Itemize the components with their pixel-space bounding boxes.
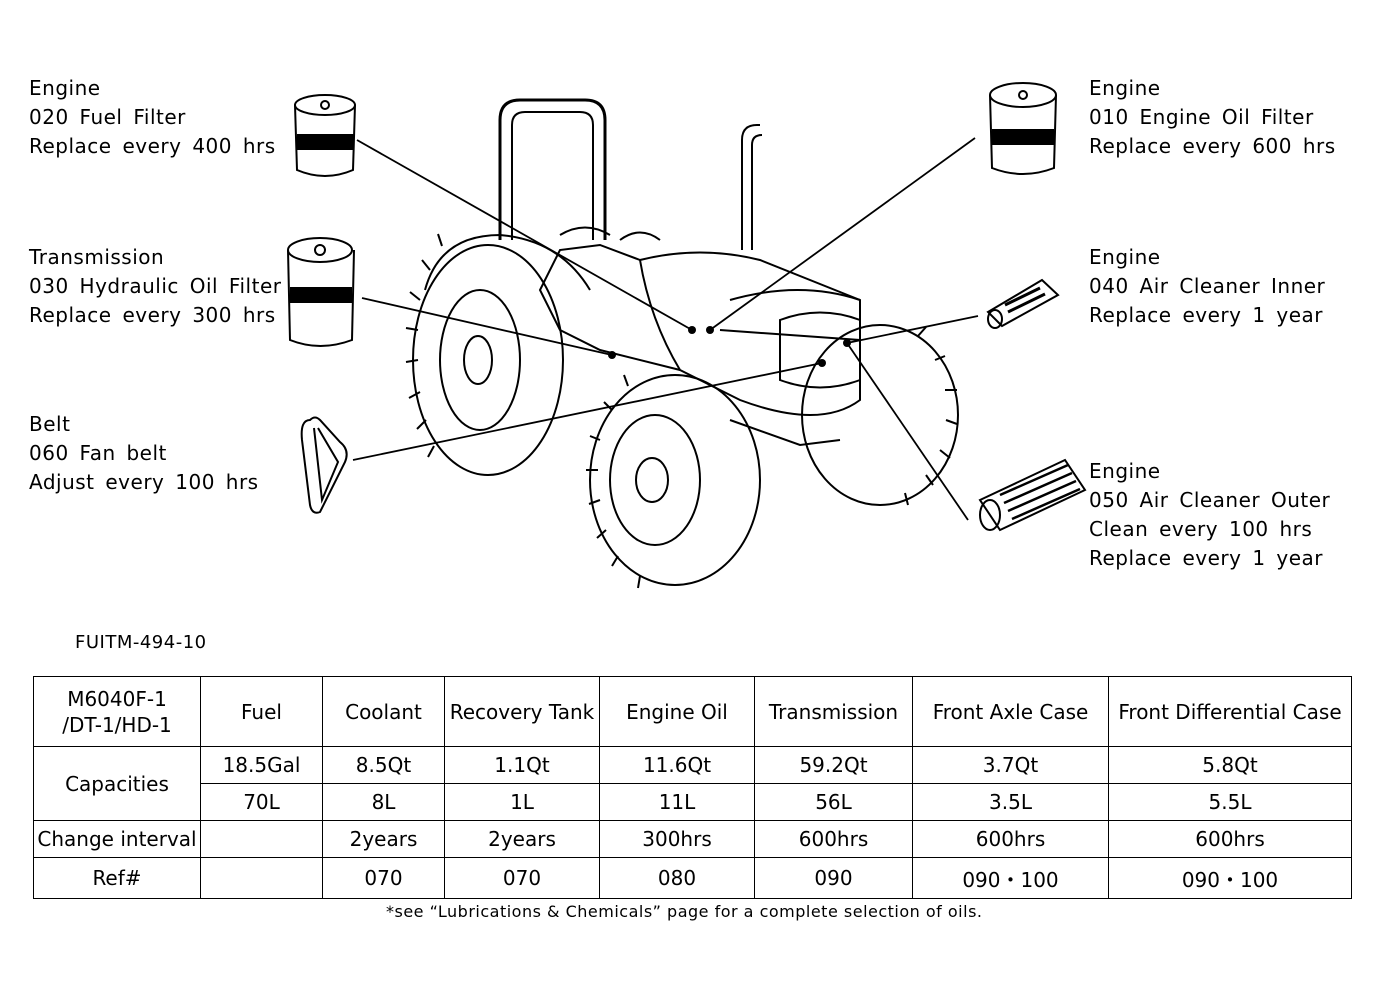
table-cell: 70L <box>200 783 323 821</box>
callout-fuel-filter-system: Engine <box>29 76 101 100</box>
capacities-table: M6040F-1 /DT-1/HD-1 Fuel Coolant Recover… <box>33 676 1352 899</box>
callout-hydraulic-filter: Transmission 030 Hydraulic Oil Filter Re… <box>29 243 281 330</box>
table-cell: 2years <box>444 820 600 858</box>
hydraulic-oil-filter-icon <box>287 237 355 347</box>
header-front-axle-case: Front Axle Case <box>912 676 1109 747</box>
callout-air-outer-system: Engine <box>1089 459 1161 483</box>
callout-air-outer-part: 050 Air Cleaner Outer <box>1089 488 1331 512</box>
table-cell: 1L <box>444 783 600 821</box>
table-cell: 2years <box>322 820 445 858</box>
header-engine-oil: Engine Oil <box>599 676 755 747</box>
callout-air-inner-system: Engine <box>1089 245 1161 269</box>
table-cell: 090 <box>754 857 913 899</box>
exhaust-stack <box>741 124 763 250</box>
table-cell: 600hrs <box>754 820 913 858</box>
table-cell <box>200 820 323 858</box>
table-cell: 5.8Qt <box>1108 746 1352 784</box>
callout-air-inner-interval: Replace every 1 year <box>1089 303 1324 327</box>
callout-oil-filter-system: Engine <box>1089 76 1161 100</box>
footnote: *see “Lubrications & Chemicals” page for… <box>386 902 983 921</box>
callout-hydraulic-filter-part: 030 Hydraulic Oil Filter <box>29 274 282 298</box>
rear-left-tire <box>405 233 564 476</box>
table-cell: 070 <box>322 857 445 899</box>
leader-dots <box>608 326 851 367</box>
table-cell: 11L <box>599 783 755 821</box>
header-coolant: Coolant <box>322 676 445 747</box>
table-row-ref: Ref# 070 070 080 090 090・100 090・100 <box>33 857 1352 899</box>
front-right-tire <box>801 324 959 506</box>
callout-air-outer: Engine 050 Air Cleaner Outer Clean every… <box>1089 457 1330 573</box>
table-cell: 3.5L <box>912 783 1109 821</box>
callout-fuel-filter: Engine 020 Fuel Filter Replace every 400… <box>29 74 276 161</box>
callout-hydraulic-filter-interval: Replace every 300 hrs <box>29 303 276 327</box>
table-cell: 300hrs <box>599 820 755 858</box>
model-line-2: /DT-1/HD-1 <box>62 712 172 737</box>
document-code: FUITM-494-10 <box>75 632 207 653</box>
air-cleaner-inner-icon <box>986 278 1060 329</box>
table-row-change-interval: Change interval 2years 2years 300hrs 600… <box>33 820 1352 858</box>
table-cell <box>200 857 323 899</box>
front-left-tire <box>586 374 761 589</box>
callout-fuel-filter-interval: Replace every 400 hrs <box>29 134 276 158</box>
table-cell: 600hrs <box>912 820 1109 858</box>
grille <box>779 311 861 389</box>
table-cell: 070 <box>444 857 600 899</box>
table-cell: 56L <box>754 783 913 821</box>
fuel-filter-icon <box>294 94 356 177</box>
header-transmission: Transmission <box>754 676 913 747</box>
callout-fan-belt-interval: Adjust every 100 hrs <box>29 470 259 494</box>
fan-belt-icon <box>300 416 348 514</box>
callout-fan-belt: Belt 060 Fan belt Adjust every 100 hrs <box>29 410 259 497</box>
table-cell: 59.2Qt <box>754 746 913 784</box>
callout-fan-belt-part: 060 Fan belt <box>29 441 167 465</box>
table-cell: 18.5Gal <box>200 746 323 784</box>
header-front-differential-case: Front Differential Case <box>1108 676 1352 747</box>
callout-air-inner: Engine 040 Air Cleaner Inner Replace eve… <box>1089 243 1325 330</box>
header-recovery-tank: Recovery Tank <box>444 676 600 747</box>
callout-air-outer-replace: Replace every 1 year <box>1089 546 1324 570</box>
callout-hydraulic-filter-system: Transmission <box>29 245 165 269</box>
callout-fuel-filter-part: 020 Fuel Filter <box>29 105 186 129</box>
engine-oil-filter-icon <box>989 82 1057 175</box>
callout-oil-filter-part: 010 Engine Oil Filter <box>1089 105 1314 129</box>
steering-wheel <box>559 226 611 236</box>
table-header-row: M6040F-1 /DT-1/HD-1 Fuel Coolant Recover… <box>33 676 1352 747</box>
hood <box>638 251 861 416</box>
table-cell: 080 <box>599 857 755 899</box>
air-cleaner-outer-icon <box>978 458 1087 532</box>
table-cell: 090・100 <box>912 857 1109 899</box>
row-label-change-interval: Change interval <box>33 820 201 858</box>
callout-fan-belt-system: Belt <box>29 412 71 436</box>
table-cell: 600hrs <box>1108 820 1352 858</box>
left-fender <box>424 233 591 291</box>
callout-oil-filter: Engine 010 Engine Oil Filter Replace eve… <box>1089 74 1336 161</box>
table-cell: 090・100 <box>1108 857 1352 899</box>
model-cell: M6040F-1 /DT-1/HD-1 <box>33 676 201 747</box>
row-label-capacities: Capacities <box>33 746 201 821</box>
row-label-ref: Ref# <box>33 857 201 899</box>
table-row-capacities-us: Capacities 18.5Gal 8.5Qt 1.1Qt 11.6Qt 59… <box>33 746 1352 821</box>
table-cell: 11.6Qt <box>599 746 755 784</box>
model-line-1: M6040F-1 <box>67 686 167 711</box>
table-row-capacities-metric: 70L 8L 1L 11L 56L 3.5L 5.5L <box>34 783 1352 821</box>
callout-air-inner-part: 040 Air Cleaner Inner <box>1089 274 1326 298</box>
table-cell: 5.5L <box>1108 783 1352 821</box>
table-cell: 8.5Qt <box>322 746 445 784</box>
leader-lines <box>352 137 979 521</box>
table-cell: 3.7Qt <box>912 746 1109 784</box>
table-cell: 1.1Qt <box>444 746 600 784</box>
table-cell: 8L <box>322 783 445 821</box>
callout-air-outer-clean: Clean every 100 hrs <box>1089 517 1313 541</box>
header-fuel: Fuel <box>200 676 323 747</box>
callout-oil-filter-interval: Replace every 600 hrs <box>1089 134 1336 158</box>
roll-bar <box>498 98 607 240</box>
